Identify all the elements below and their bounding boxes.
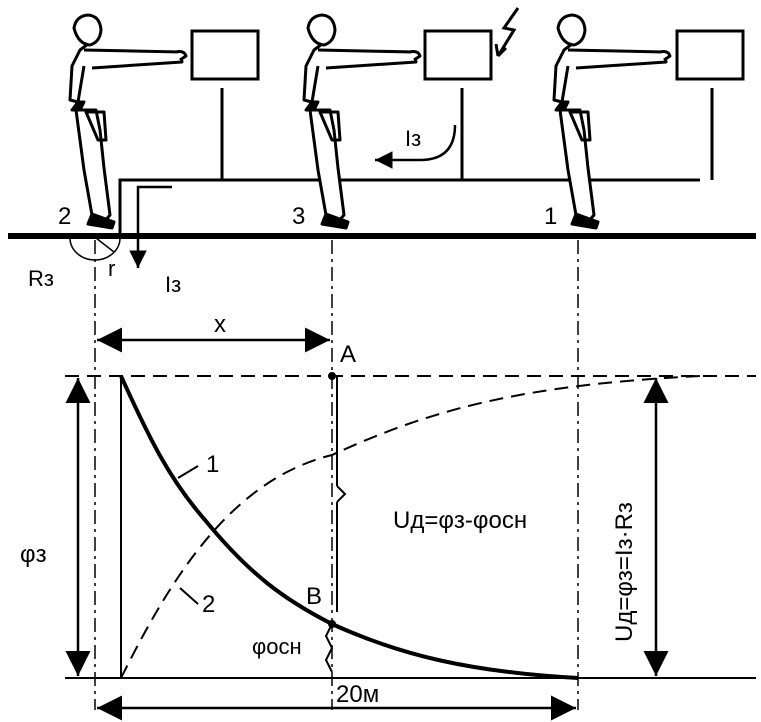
bus-current-arrow: [375, 124, 457, 169]
label-A: A: [340, 341, 356, 368]
label-u-touch-full: Uд=φз=Iз·Rз: [611, 502, 638, 642]
label-phi-osn: φосн: [252, 634, 302, 659]
label-x: x: [214, 311, 226, 338]
person-icon: [552, 13, 672, 230]
touch-voltage-curve-2: [120, 375, 701, 679]
label-resistance: Rз: [28, 266, 54, 291]
guide-lines-vertical: [94, 240, 579, 710]
label-distance: 20м: [336, 681, 379, 708]
label-current-wire: Iз: [405, 126, 421, 151]
potential-curve-1: [119, 375, 579, 680]
label-current-ground: Iз: [165, 272, 181, 297]
label-r: r: [108, 256, 115, 281]
person-icon: [302, 13, 422, 230]
touch-voltage-bracket: [324, 376, 347, 673]
label-curve-1: 1: [206, 451, 219, 478]
label-point-3: 3: [292, 203, 305, 230]
point-B-marker: [328, 620, 336, 628]
label-u-touch-formula: Uд=φз-φосн: [393, 507, 527, 534]
ground-current-arrow: [129, 185, 172, 268]
lightning-icon: [494, 7, 520, 58]
curve-1-label-leader: [177, 465, 199, 479]
point-A-marker: [328, 372, 336, 380]
label-curve-2: 2: [202, 591, 215, 618]
label-B: B: [306, 583, 322, 610]
label-point-1: 1: [544, 203, 557, 230]
equipment-box-icon: [190, 29, 745, 81]
baseline: [65, 376, 756, 679]
curve-2-label-leader: [179, 587, 199, 605]
grounding-bus: [118, 88, 714, 236]
label-phi-z: φз: [20, 541, 47, 568]
person-icon: [68, 13, 188, 230]
label-point-2: 2: [58, 203, 71, 230]
